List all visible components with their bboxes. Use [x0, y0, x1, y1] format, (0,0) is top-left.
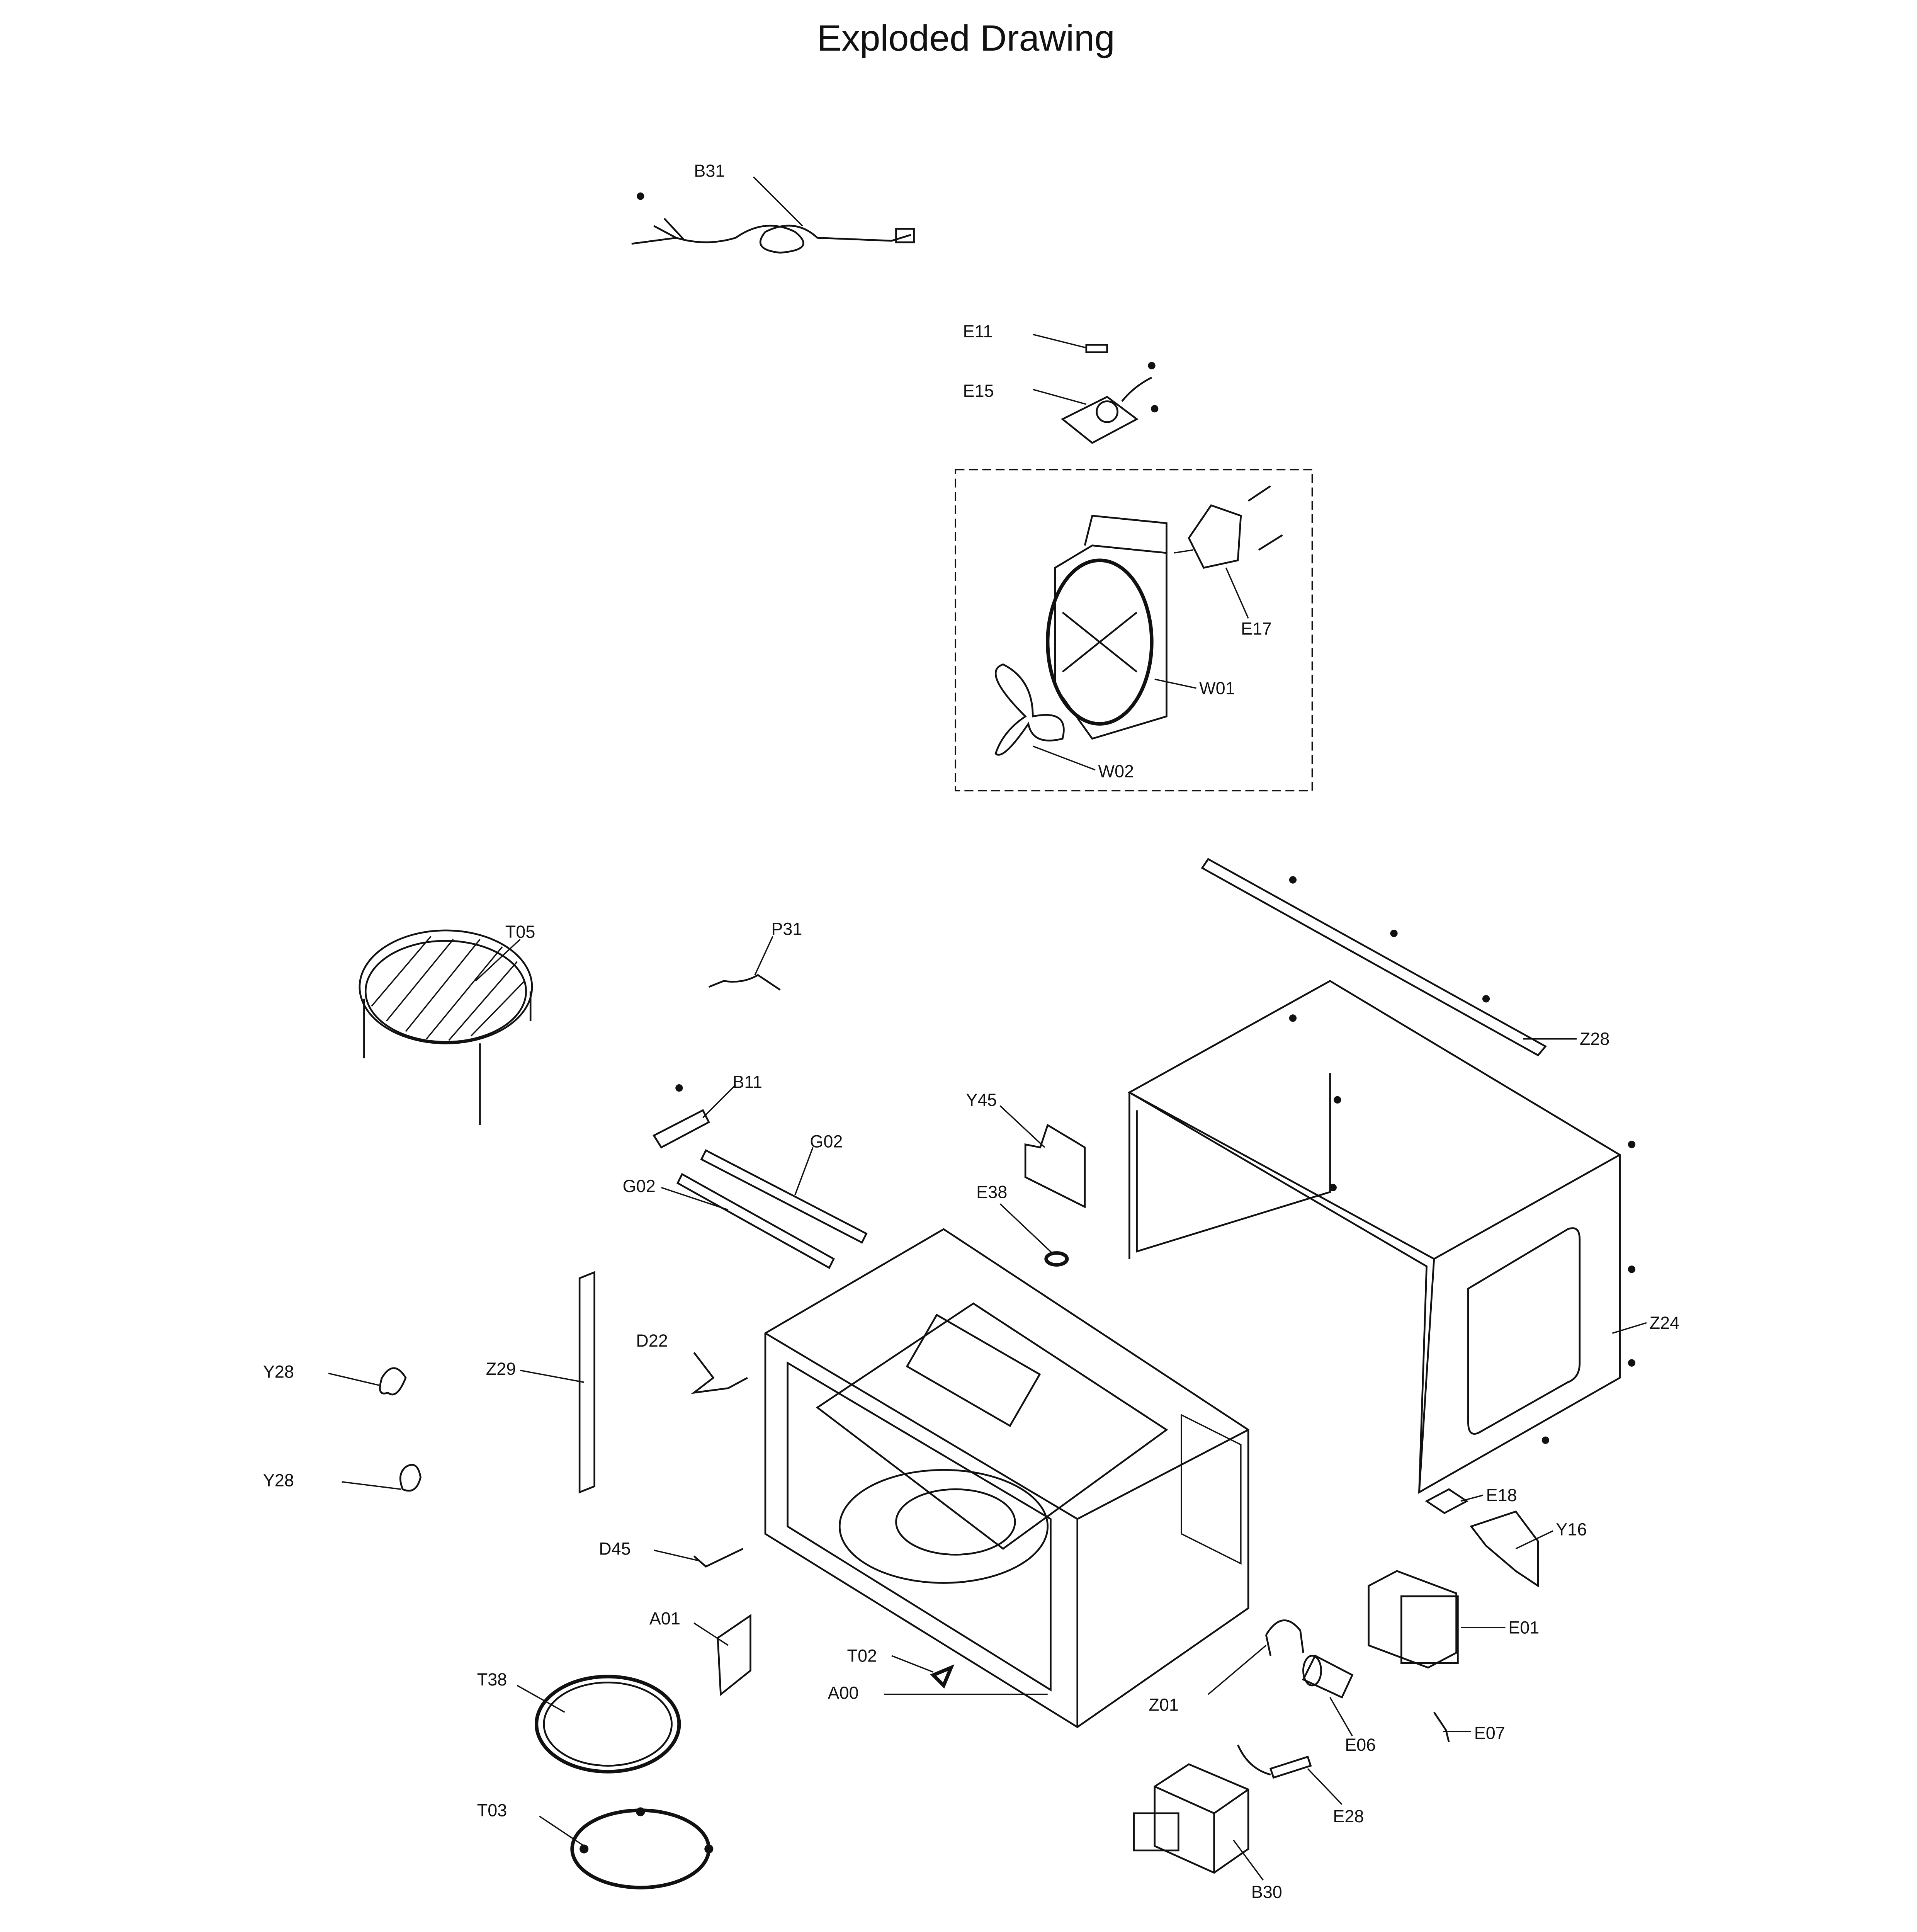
- label-e18: E18: [1486, 1485, 1517, 1505]
- part-d22: [691, 1352, 748, 1394]
- part-b31-wire-harness: [631, 192, 915, 254]
- part-t03-roller-ring: [570, 1807, 714, 1889]
- label-g02-upper: G02: [810, 1132, 843, 1151]
- label-w01: W01: [1199, 678, 1235, 698]
- label-z24: Z24: [1650, 1313, 1680, 1333]
- label-a00: A00: [828, 1683, 859, 1703]
- part-d45: [693, 1548, 744, 1568]
- part-e38: [1044, 1251, 1069, 1267]
- label-p31: P31: [771, 919, 802, 939]
- label-e07: E07: [1474, 1723, 1505, 1743]
- fan-assembly-box: [955, 469, 1313, 792]
- label-e06: E06: [1345, 1735, 1376, 1755]
- label-z01: Z01: [1149, 1695, 1179, 1714]
- label-g02-lower: G02: [623, 1176, 656, 1196]
- part-z01-clamp: [1265, 1619, 1304, 1656]
- part-p31-wire: [708, 974, 781, 991]
- label-b11: B11: [732, 1072, 762, 1092]
- label-y28-lower: Y28: [263, 1471, 294, 1490]
- label-e15: E15: [963, 381, 994, 401]
- part-z29-rail: [578, 1271, 595, 1494]
- label-b31: B31: [694, 161, 725, 181]
- part-e15-board: [1060, 362, 1159, 444]
- part-y28-upper: [379, 1367, 407, 1396]
- part-e07-diode: [1433, 1711, 1450, 1742]
- part-e06-capacitor: [1302, 1654, 1354, 1699]
- label-z28: Z28: [1580, 1029, 1610, 1049]
- part-e17-motor: [1174, 485, 1283, 569]
- label-a01: A01: [649, 1609, 680, 1628]
- part-e18: [1425, 1488, 1468, 1514]
- label-y45: Y45: [966, 1090, 997, 1110]
- part-e28-fuse: [1237, 1744, 1312, 1779]
- part-y45-plate: [1024, 1124, 1086, 1209]
- part-b11-bracket: [653, 1109, 710, 1149]
- label-d22: D22: [636, 1331, 668, 1350]
- label-t03: T03: [477, 1800, 507, 1820]
- part-z28-strip: [1201, 858, 1547, 1056]
- label-w02: W02: [1098, 762, 1134, 781]
- part-a00-cavity: [764, 1228, 1249, 1728]
- part-t38-glass-tray: [534, 1675, 681, 1774]
- label-t05: T05: [505, 922, 535, 942]
- label-e28: E28: [1333, 1806, 1364, 1826]
- part-t02-coupler: [930, 1664, 955, 1689]
- label-e01: E01: [1508, 1617, 1539, 1637]
- label-y16: Y16: [1556, 1519, 1587, 1539]
- part-e11: [1085, 344, 1108, 353]
- label-z29: Z29: [486, 1359, 516, 1379]
- page-title: Exploded Drawing: [817, 18, 1115, 59]
- label-d45: D45: [599, 1539, 631, 1558]
- label-t02: T02: [847, 1646, 877, 1665]
- part-w02-fan-blade: [994, 663, 1065, 756]
- part-w01-fan-duct: [1046, 515, 1168, 740]
- part-y28-lower: [399, 1464, 421, 1492]
- label-e38: E38: [976, 1182, 1007, 1202]
- label-y28-upper: Y28: [263, 1362, 294, 1382]
- part-z24-outer-case: [1127, 980, 1636, 1494]
- part-t05-rack: [359, 929, 533, 1125]
- label-e17: E17: [1241, 619, 1272, 638]
- part-y16-bracket: [1470, 1510, 1539, 1588]
- label-b30: B30: [1251, 1882, 1282, 1902]
- part-b30-transformer: [1133, 1763, 1249, 1874]
- label-t38: T38: [477, 1670, 507, 1689]
- part-e01-magnetron: [1368, 1570, 1459, 1669]
- part-g02-heaters: [676, 1149, 868, 1269]
- label-e11: E11: [963, 321, 993, 341]
- part-a01-plate: [717, 1614, 751, 1696]
